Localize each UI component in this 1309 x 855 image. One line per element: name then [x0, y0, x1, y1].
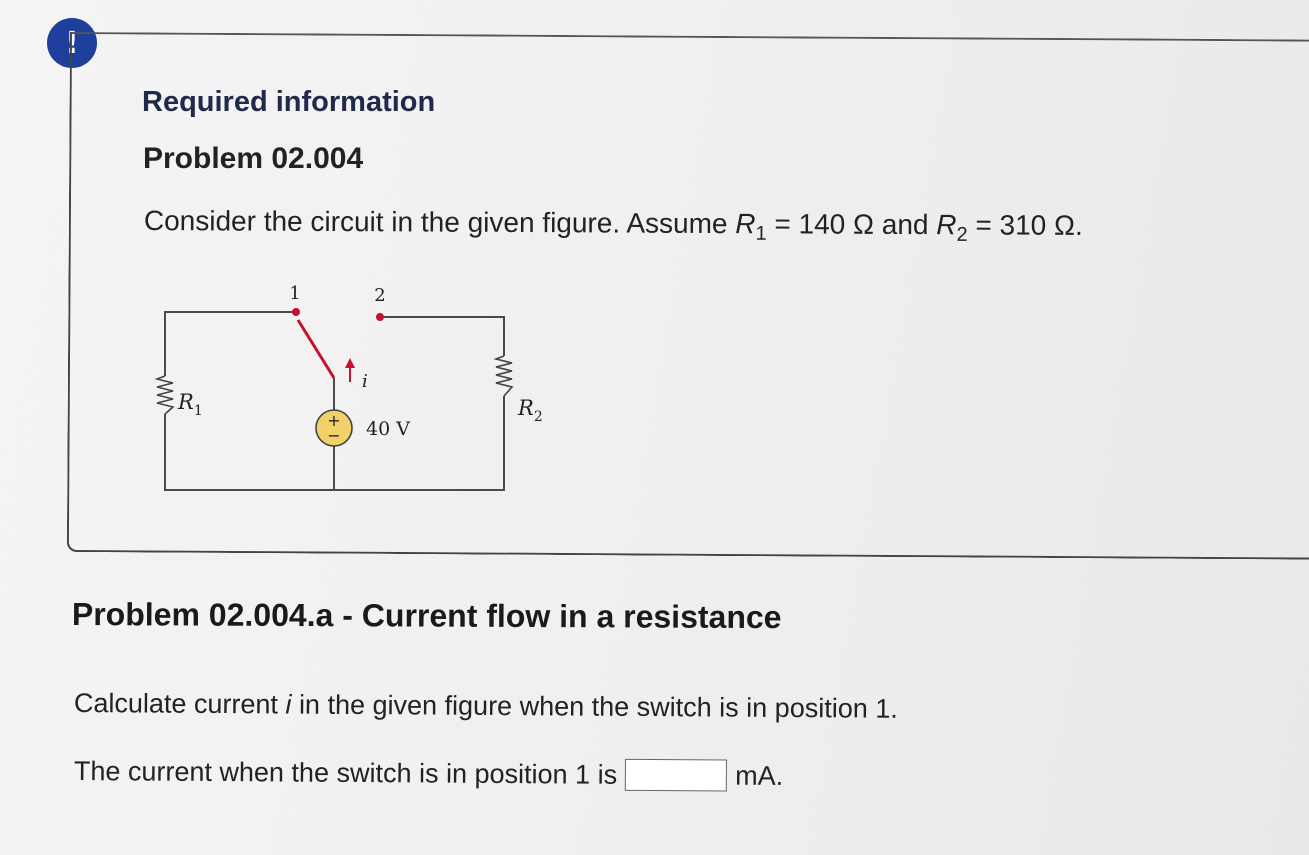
position-2-label: 2 [374, 285, 385, 306]
answer-unit: mA. [735, 760, 784, 791]
r2-value-text: = 310 Ω. [967, 209, 1083, 241]
question-before: Calculate current [73, 688, 286, 720]
source-plus-sign: + [327, 411, 340, 430]
resistor-r1 [154, 375, 175, 415]
switch-blade [296, 319, 336, 379]
alert-icon: ! [47, 18, 97, 68]
circuit-diagram: + − i 1 2 40 V R1 R2 [154, 283, 543, 491]
voltage-source [315, 409, 353, 447]
problem-statement: Consider the circuit in the given figure… [144, 205, 1083, 248]
answer-input[interactable] [625, 758, 728, 792]
part-title: Problem 02.004.a - Current flow in a res… [71, 596, 782, 636]
source-minus-sign: − [327, 426, 340, 445]
r1-label-sub: 1 [194, 403, 203, 419]
wire-right [380, 316, 505, 356]
r1-subscript: 1 [755, 222, 767, 245]
current-arrow-head [345, 358, 355, 368]
r2-label-sub: 2 [534, 409, 543, 425]
switch-node-2 [376, 313, 384, 321]
r1-value-text: = 140 Ω and [766, 208, 937, 241]
r1-label: R1 [177, 390, 203, 419]
required-information-heading: Required information [142, 86, 436, 118]
current-label: i [362, 371, 368, 392]
resistor-r2 [493, 355, 514, 397]
r1-symbol: R [735, 208, 756, 240]
switch-node-1 [292, 308, 300, 316]
r2-label: R2 [517, 396, 543, 425]
question-after: in the given figure when the switch is i… [291, 689, 898, 724]
wire-left [164, 311, 296, 376]
question-text: Calculate current i in the given figure … [74, 688, 898, 725]
answer-prefix: The current when the switch is in positi… [73, 755, 618, 790]
r2-label-letter: R [517, 396, 534, 420]
r1-label-letter: R [177, 390, 194, 414]
position-1-label: 1 [289, 283, 300, 304]
r2-subscript: 2 [956, 223, 968, 246]
r2-symbol: R [936, 209, 957, 241]
voltage-label: 40 V [366, 418, 410, 440]
problem-title: Problem 02.004 [143, 142, 364, 175]
answer-row: The current when the switch is in positi… [74, 755, 783, 792]
problem-intro-text: Consider the circuit in the given figure… [143, 205, 736, 240]
